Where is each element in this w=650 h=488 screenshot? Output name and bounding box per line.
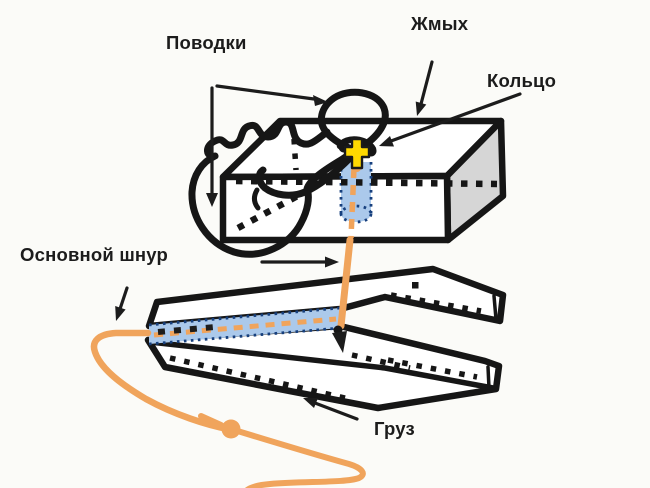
- arrow-cord-mid: [260, 256, 339, 268]
- annotation-arrows: [115, 60, 522, 421]
- label-leaders: Поводки: [166, 32, 247, 53]
- arrow-main-cord: [115, 286, 129, 321]
- hole-entry-arrowhead: [332, 331, 347, 353]
- leader-front-strand: [255, 153, 355, 199]
- arrow-ring: [379, 92, 522, 147]
- main-cord: [90, 236, 366, 488]
- label-weight: Груз: [374, 418, 415, 439]
- weight-lower-top-dots: [351, 352, 411, 371]
- weight-lower-front-dots: [169, 355, 346, 401]
- cord-channel: [148, 306, 341, 346]
- ring-star: [343, 137, 371, 170]
- weight-upper-tip-bevel: [492, 294, 498, 321]
- label-cake: Жмых: [410, 13, 469, 34]
- arrow-leaders-right: [215, 84, 328, 106]
- weight-lower-rim: [147, 339, 496, 391]
- cake-front-tick: [252, 187, 261, 211]
- cord-hidden-in-cake: [348, 167, 357, 239]
- label-ring: Кольцо: [487, 70, 556, 91]
- cord-hidden-in-weight: [153, 316, 337, 338]
- cord-box-to-weight: [337, 236, 354, 330]
- arrow-weight: [303, 398, 359, 421]
- weight-lower-tip-bevel: [486, 365, 491, 390]
- cake-top-dots: [291, 138, 299, 171]
- ring-marker: [343, 137, 371, 172]
- cord-knot-stub: [198, 413, 224, 428]
- leader-right-loop: [317, 88, 389, 155]
- cord-knot: [221, 419, 241, 439]
- weight-upper-rim-dots: [390, 292, 482, 314]
- cord-end-loop: [228, 426, 366, 488]
- weight-lower-right-dots: [387, 357, 478, 380]
- leader-left-loop: [188, 118, 354, 258]
- label-main-cord: Основной шнур: [20, 244, 168, 265]
- arrow-leaders-down: [206, 86, 218, 207]
- cord-left-bend: [90, 329, 232, 433]
- weight-upper-dot: [412, 282, 419, 289]
- weight-plate: [144, 265, 507, 412]
- arrow-cake: [415, 60, 434, 116]
- weight-lower-bar: [144, 322, 503, 412]
